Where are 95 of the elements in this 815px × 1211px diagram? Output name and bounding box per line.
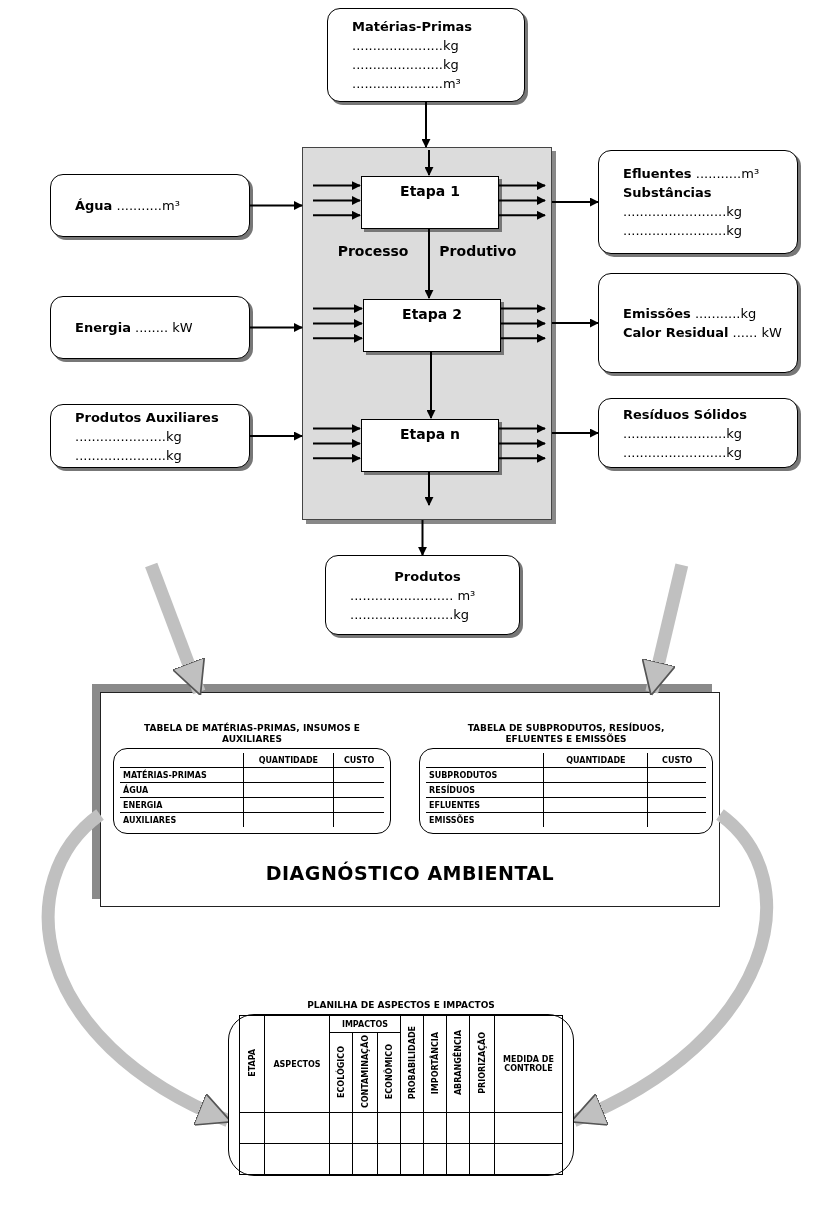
arrow (424, 149, 434, 176)
arrow (312, 438, 361, 448)
quantity-box (325, 555, 520, 635)
arrow (551, 197, 599, 207)
row-label: EMISSÕES (429, 815, 475, 825)
arrow (249, 431, 303, 441)
row-label: ÁGUA (123, 785, 149, 795)
quantity-line: ......................kg (75, 427, 183, 446)
step-label: Etapa 2 (401, 306, 463, 322)
area-title: Processo Produtivo (336, 243, 518, 259)
block-arrow (641, 563, 689, 697)
arrow (499, 318, 546, 328)
column-header: QUANTIDADE (566, 755, 626, 765)
table-title: TABELA DE SUBPRODUTOS, RESÍDUOS, EFLUENTES E EMISSÕES (466, 723, 666, 745)
quantity-box (598, 398, 798, 468)
quantity-line: ......................kg (352, 37, 460, 55)
quantity-box (598, 273, 798, 373)
column-header: ECOLÓGICO (336, 1045, 346, 1098)
box-heading: Emissões ...........kg (623, 305, 758, 323)
process-step-box (361, 176, 499, 229)
quantity-line: Calor Residual ...... kW (623, 324, 783, 342)
arrow (499, 333, 546, 343)
column-header: ECONÔMICO (384, 1043, 394, 1100)
box-heading: Produtos (393, 567, 462, 586)
row-label: EFLUENTES (429, 800, 481, 810)
arrow (497, 438, 546, 448)
quantity-box (50, 174, 250, 237)
arrow (497, 210, 546, 220)
box-heading: Matérias-Primas (352, 18, 473, 36)
column-header: PROBABILIDADE (407, 1026, 417, 1100)
box-heading: Água ...........m³ (75, 197, 181, 215)
quantity-box (598, 150, 798, 254)
quantity-line: ......................kg (75, 446, 183, 465)
quantity-line: ......................m³ (352, 75, 462, 93)
document-title: DIAGNÓSTICO AMBIENTAL (264, 862, 556, 884)
column-header: CONTAMINAÇÃO (360, 1035, 370, 1109)
arrow (249, 323, 303, 332)
column-header: ABRANGÊNCIA (453, 1030, 463, 1096)
arrow (312, 453, 361, 463)
arrow (421, 101, 431, 148)
quantity-box (50, 296, 250, 359)
quantity-line: Substâncias (623, 184, 713, 202)
box-heading: Resíduos Sólidos (623, 405, 748, 424)
column-header: PRIORIZAÇÃO (477, 1032, 487, 1094)
arrow (497, 424, 546, 434)
step-label: Etapa n (399, 426, 461, 442)
process-step-box (361, 419, 499, 472)
row-label: SUBPRODUTOS (429, 770, 498, 780)
arrow (424, 470, 434, 506)
arrow (312, 181, 361, 191)
quantity-line: .........................kg (350, 605, 471, 624)
arrow (424, 227, 434, 299)
box-heading: Efluentes ...........m³ (623, 165, 761, 183)
row-label: MATÉRIAS-PRIMAS (123, 770, 207, 780)
block-arrow (145, 562, 206, 696)
quantity-line: .........................kg (623, 222, 744, 240)
arrow (312, 318, 363, 328)
step-label: Etapa 1 (399, 183, 461, 199)
column-header: CUSTO (343, 755, 375, 765)
quantity-line: .........................kg (623, 424, 744, 443)
arrow (499, 304, 546, 314)
process-step-box (363, 299, 501, 352)
box-heading: Produtos Auxiliares (75, 408, 220, 427)
quantity-line: ......................... m³ (350, 586, 477, 605)
table-title: TABELA DE MATÉRIAS-PRIMAS, INSUMOS E AUXILIARES (143, 723, 361, 745)
box-heading: Energia ........ kW (75, 319, 194, 337)
quantity-box (50, 404, 250, 468)
quantity-line: .........................kg (623, 203, 744, 221)
arrow (312, 424, 361, 434)
column-header: ETAPA (247, 1049, 257, 1077)
arrow (312, 333, 363, 343)
arrow (497, 181, 546, 191)
column-header: IMPACTOS (341, 1019, 389, 1029)
arrow (497, 195, 546, 205)
arrow (312, 304, 363, 314)
column-header: QUANTIDADE (258, 755, 319, 765)
quantity-box (327, 8, 525, 102)
row-label: AUXILIARES (123, 815, 177, 825)
quantity-line: .........................kg (623, 443, 744, 462)
arrow (249, 201, 303, 210)
column-header: CUSTO (662, 755, 693, 765)
arrow (418, 519, 427, 556)
arrow (551, 318, 599, 328)
arrow (497, 453, 546, 463)
quantity-line: ......................kg (352, 56, 460, 74)
arrow (426, 350, 436, 419)
arrow (312, 195, 361, 205)
sheet-title: PLANILHA DE ASPECTOS E IMPACTOS (306, 1000, 496, 1011)
arrow (312, 210, 361, 220)
arrow (551, 428, 599, 438)
column-header: MEDIDA DE CONTROLE (503, 1055, 554, 1074)
column-header: ASPECTOS (273, 1059, 321, 1069)
row-label: RESÍDUOS (429, 785, 476, 795)
row-label: ENERGIA (123, 800, 163, 810)
column-header: IMPORTÂNCIA (430, 1031, 440, 1095)
